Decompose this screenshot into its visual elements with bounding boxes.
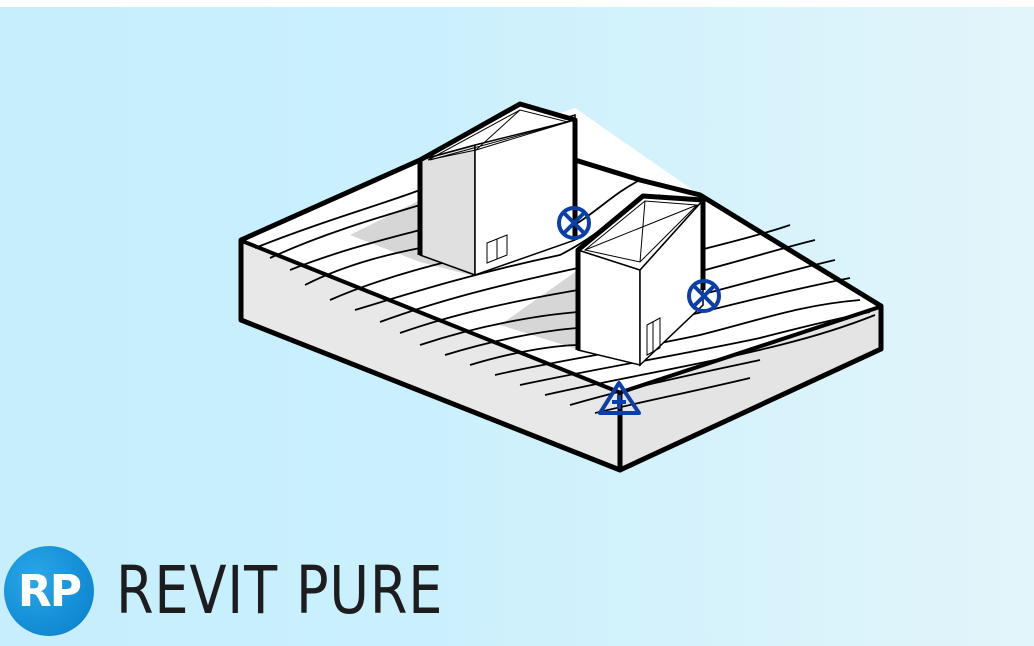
building-1: [417, 101, 578, 277]
survey-point-icon: [687, 279, 721, 313]
door-icon: [486, 234, 508, 264]
survey-point-icon: [557, 206, 591, 240]
project-base-point-icon: [598, 381, 641, 415]
logo-badge: RP: [4, 546, 94, 636]
door-icon: [646, 317, 661, 356]
logo-badge-text: RP: [17, 565, 82, 617]
building-2: [575, 193, 706, 367]
brand-name: REVIT PURE: [116, 552, 444, 629]
brand-logo: RP REVIT PURE: [4, 545, 515, 637]
